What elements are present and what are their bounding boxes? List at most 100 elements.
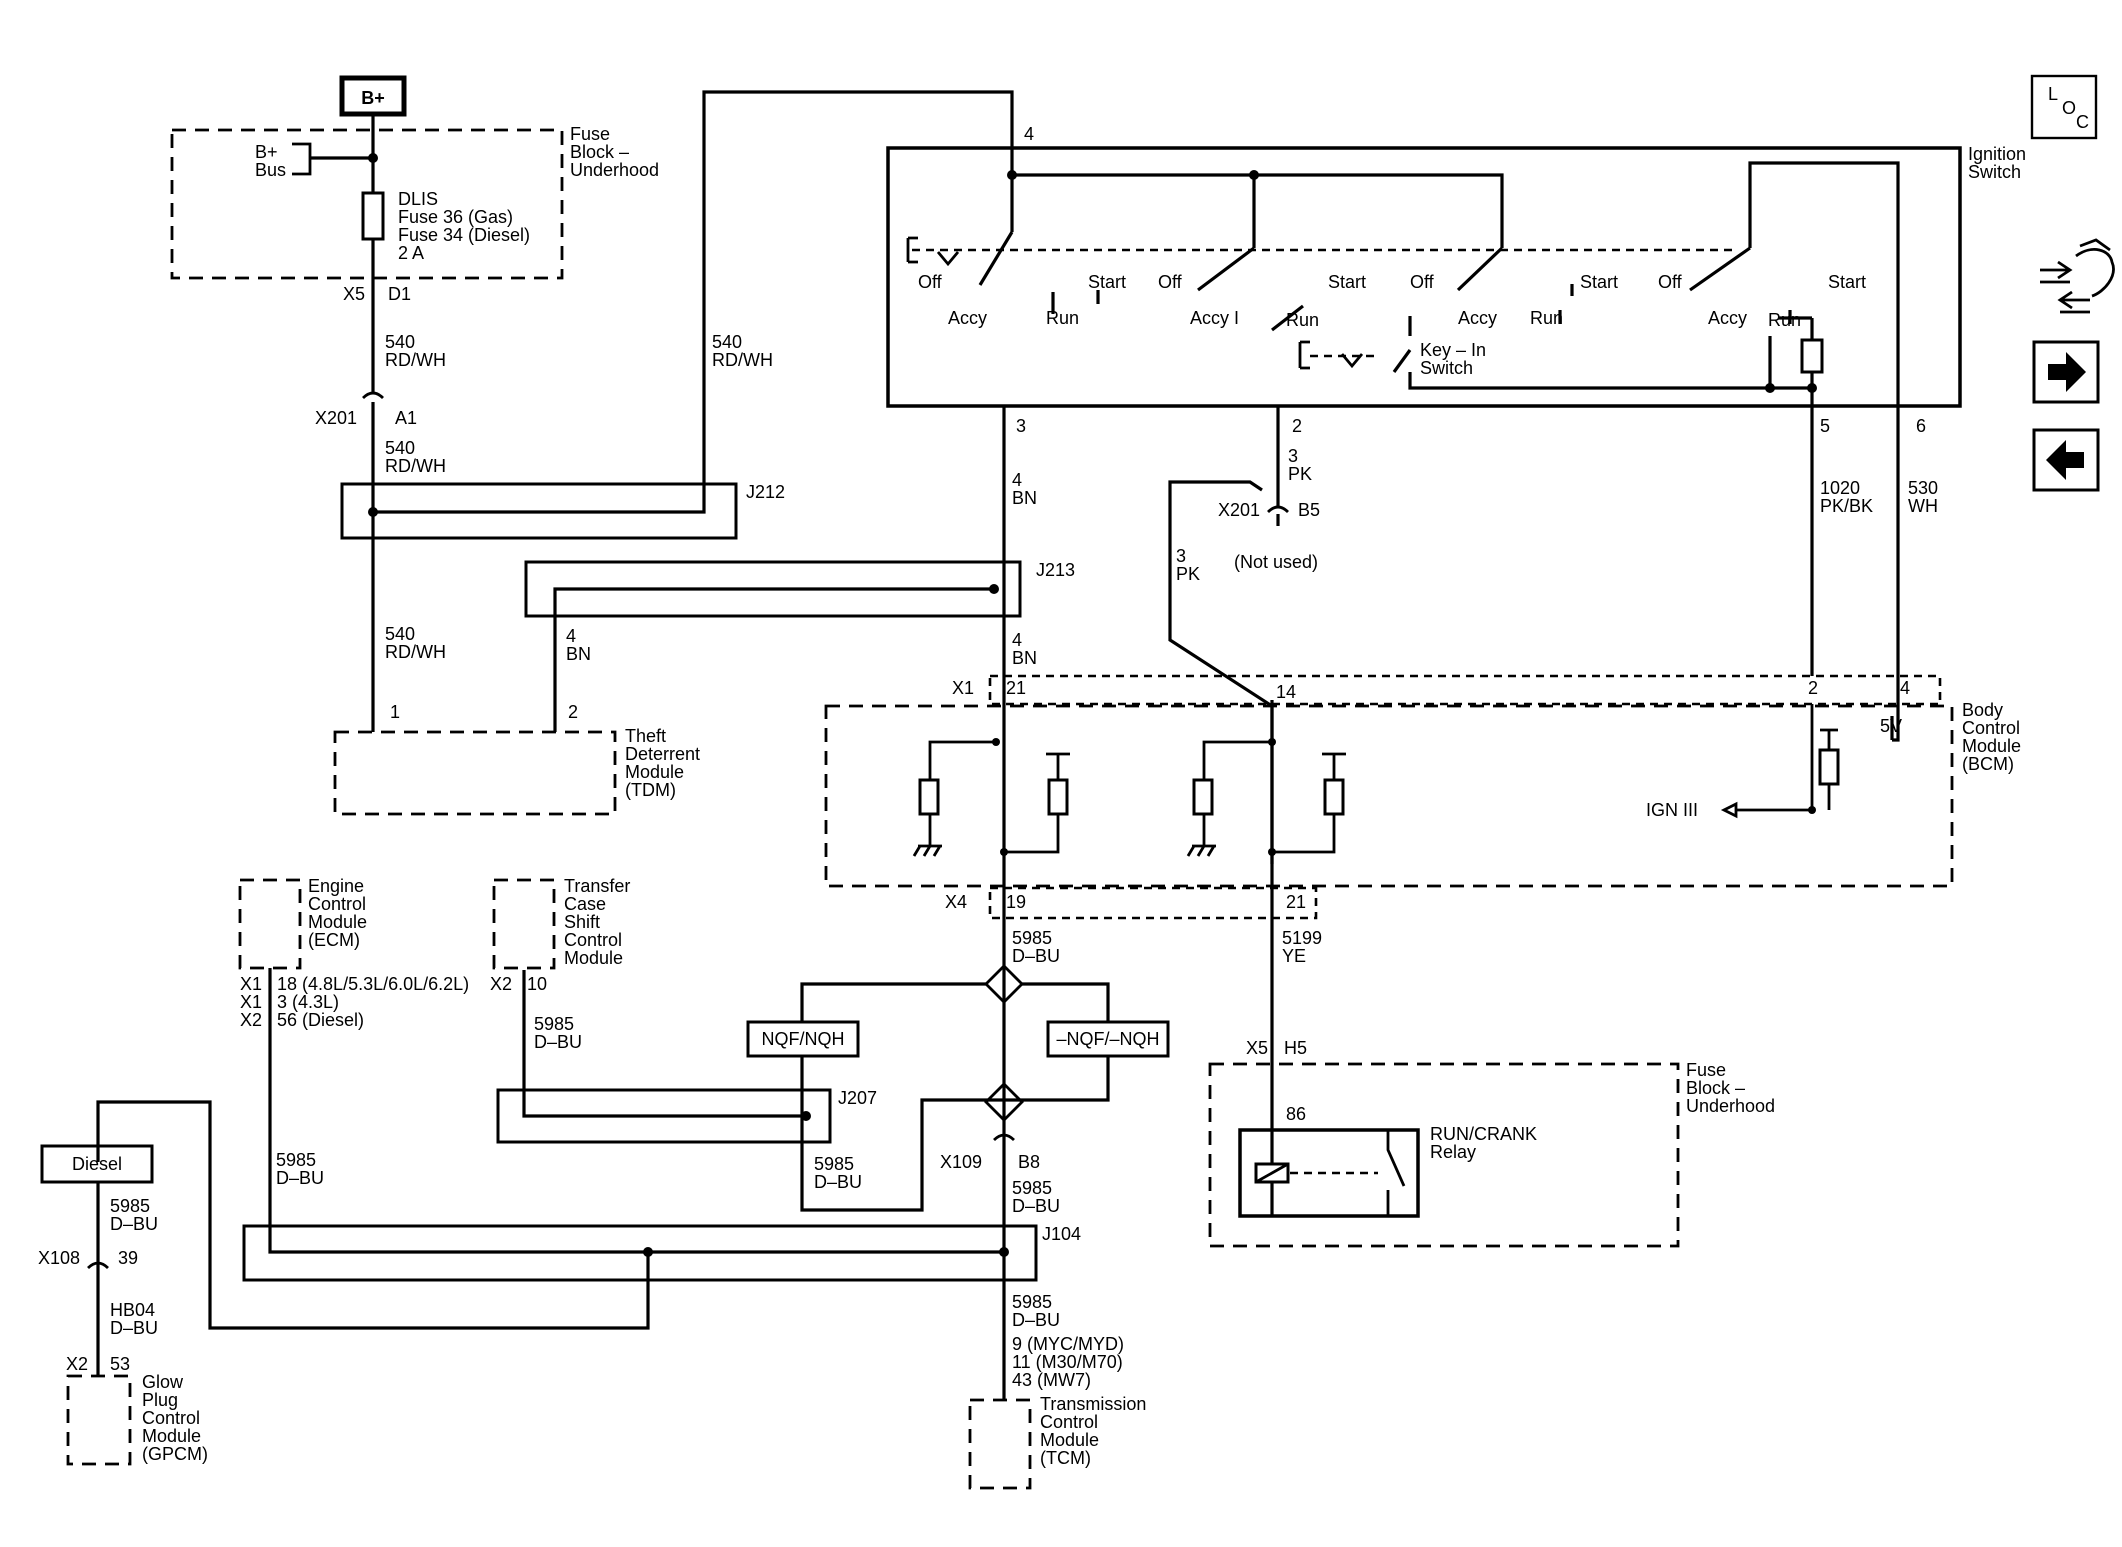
bcm-pin-21: 21: [1006, 678, 1026, 698]
svg-text:11 (M30/M70): 11 (M30/M70): [1012, 1352, 1123, 1372]
option-splice-bottom: [984, 1082, 1024, 1122]
bcm-pin-19: 19: [1006, 892, 1026, 912]
svg-text:IGN III: IGN III: [1646, 800, 1698, 820]
svg-text:Off: Off: [1410, 272, 1435, 292]
svg-text:Fuse 34 (Diesel): Fuse 34 (Diesel): [398, 225, 530, 245]
wire-hb04-label: HB04 D–BU: [110, 1300, 158, 1338]
svg-text:Run: Run: [1768, 310, 1801, 330]
svg-text:5985: 5985: [110, 1196, 150, 1216]
inline-connector-x108: [87, 1261, 109, 1270]
ignition-switch: [886, 146, 1962, 408]
svg-text:BN: BN: [1012, 648, 1037, 668]
bcm-input-circuit-1: [912, 738, 1070, 857]
svg-text:(TCM): (TCM): [1040, 1448, 1091, 1468]
ign-pin-4: 4: [1024, 124, 1034, 144]
svg-text:Off: Off: [1158, 272, 1183, 292]
wire-540-label-4: 540 RD/WH: [385, 624, 446, 662]
svg-text:Theft: Theft: [625, 726, 666, 746]
svg-text:Relay: Relay: [1430, 1142, 1476, 1162]
svg-text:RUN/CRANK: RUN/CRANK: [1430, 1124, 1537, 1144]
svg-text:B+: B+: [255, 142, 278, 162]
svg-text:PK/BK: PK/BK: [1820, 496, 1873, 516]
wire-5985-label-3: 5985 D–BU: [814, 1154, 862, 1192]
svg-text:D–BU: D–BU: [1012, 1196, 1060, 1216]
wire-540-label-1: 540 RD/WH: [385, 332, 446, 370]
wire-540-label-2: 540 RD/WH: [385, 438, 446, 476]
svg-text:Accy: Accy: [1708, 308, 1747, 328]
previous-page-button[interactable]: [2032, 428, 2100, 492]
wire-4bn-label-3: 4 BN: [1012, 630, 1037, 668]
svg-text:Plug: Plug: [142, 1390, 178, 1410]
splice-pack-j213: [524, 560, 1022, 618]
svg-text:D–BU: D–BU: [534, 1032, 582, 1052]
inline-connector-x109: [993, 1133, 1015, 1142]
bplus-label: B+: [361, 88, 385, 108]
svg-text:RD/WH: RD/WH: [385, 642, 446, 662]
svg-text:Transfer: Transfer: [564, 876, 630, 896]
svg-text:Key – In: Key – In: [1420, 340, 1486, 360]
svg-text:X2 56 (Diesel): X2 56 (Diesel): [240, 1010, 364, 1030]
wire-5985-label-6: 5985 D–BU: [110, 1196, 158, 1234]
svg-text:D–BU: D–BU: [110, 1214, 158, 1234]
fuse-block-relay-title: Fuse Block – Underhood: [1686, 1060, 1775, 1116]
wire-5985-label-2: 5985 D–BU: [1012, 1178, 1060, 1216]
svg-text:540: 540: [385, 624, 415, 644]
svg-text:Underhood: Underhood: [1686, 1096, 1775, 1116]
svg-text:5985: 5985: [814, 1154, 854, 1174]
next-page-button[interactable]: [2032, 340, 2100, 404]
svg-text:Run: Run: [1286, 310, 1319, 330]
svg-text:4: 4: [566, 626, 576, 646]
tcm-pin-labels: 9 (MYC/MYD) 11 (M30/M70) 43 (MW7): [1012, 1334, 1124, 1390]
ign-pin-5: 5: [1820, 416, 1830, 436]
fuse-block-underhood-top: [170, 128, 564, 280]
wire-4bn-label-1: 4 BN: [1012, 470, 1037, 508]
svg-text:3: 3: [1176, 546, 1186, 566]
bcm-input-circuit-2: [1186, 738, 1346, 857]
svg-text:9 (MYC/MYD): 9 (MYC/MYD): [1012, 1334, 1124, 1354]
svg-text:Module: Module: [1962, 736, 2021, 756]
connector-x2-gpcm: X2: [66, 1354, 88, 1374]
svg-text:540: 540: [385, 438, 415, 458]
svg-text:BN: BN: [1012, 488, 1037, 508]
splice-j212-label: J212: [746, 482, 785, 502]
svg-text:Fuse: Fuse: [1686, 1060, 1726, 1080]
svg-text:Module: Module: [1040, 1430, 1099, 1450]
tcscm-pin-label: X2 10: [490, 974, 547, 994]
ignition-switch-label: Ignition Switch: [1968, 144, 2026, 182]
fuse-block-top-title: Fuse Block – Underhood: [570, 124, 659, 180]
tdm-label: Theft Deterrent Module (TDM): [625, 726, 700, 800]
svg-text:Control: Control: [564, 930, 622, 950]
wire-5985-label-1: 5985 D–BU: [1012, 928, 1060, 966]
tdm-pin-2: 2: [568, 702, 578, 722]
wire-5985-label-4: 5985 D–BU: [534, 1014, 582, 1052]
connector-view-icon[interactable]: [2040, 238, 2115, 314]
connector-x108: X108: [38, 1248, 80, 1268]
svg-text:530: 530: [1908, 478, 1938, 498]
svg-text:Module: Module: [142, 1426, 201, 1446]
transfer-case-shift-control-module: [492, 878, 556, 970]
fuse-dlis: [361, 191, 385, 241]
svg-text:(TDM): (TDM): [625, 780, 676, 800]
svg-text:2 A: 2 A: [398, 243, 424, 263]
svg-text:Underhood: Underhood: [570, 160, 659, 180]
svg-text:(ECM): (ECM): [308, 930, 360, 950]
svg-text:Off: Off: [1658, 272, 1683, 292]
bcm-pin-4: 4: [1900, 678, 1910, 698]
svg-text:D–BU: D–BU: [1012, 946, 1060, 966]
wire-1020-label: 1020 PK/BK: [1820, 478, 1873, 516]
relay-pin-86: 86: [1286, 1104, 1306, 1124]
wire-5985-label-5: 5985 D–BU: [276, 1150, 324, 1188]
loc-button[interactable]: L O C: [2030, 74, 2098, 140]
connector-x4: X4: [945, 892, 967, 912]
bcm-pin-14: 14: [1276, 682, 1296, 702]
svg-text:Deterrent: Deterrent: [625, 744, 700, 764]
svg-text:Glow: Glow: [142, 1372, 184, 1392]
ign-position-labels: Off Start Accy Run Off Start Accy I Run …: [918, 272, 1866, 330]
svg-text:D–BU: D–BU: [110, 1318, 158, 1338]
svg-text:Accy: Accy: [948, 308, 987, 328]
pin-b8: B8: [1018, 1152, 1040, 1172]
fuse-dlis-label: DLIS Fuse 36 (Gas) Fuse 34 (Diesel) 2 A: [398, 189, 530, 263]
svg-text:HB04: HB04: [110, 1300, 155, 1320]
bcm-label: Body Control Module (BCM): [1962, 700, 2021, 774]
